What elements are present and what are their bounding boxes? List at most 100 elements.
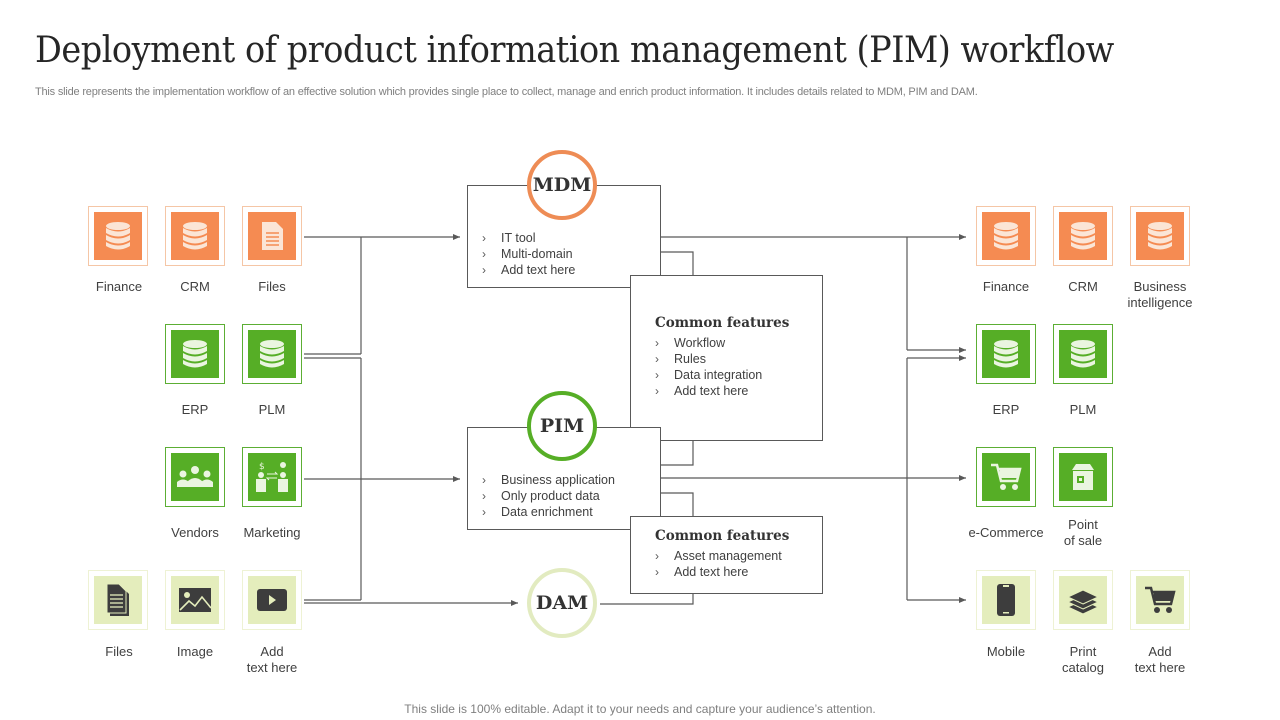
database-icon	[183, 340, 207, 368]
tile-label-line2: text here	[246, 660, 298, 675]
database-icon	[106, 222, 130, 250]
document-icon	[262, 222, 283, 250]
database-icon	[260, 340, 284, 368]
tile-finance-source[interactable]	[88, 206, 148, 266]
tile-label: ERP	[992, 402, 1020, 417]
tile-erp-source[interactable]	[165, 324, 225, 384]
tile-label: CRM	[180, 279, 210, 294]
tile-finance-target[interactable]	[976, 206, 1036, 266]
page-title: Deployment of product information manage…	[35, 30, 1114, 71]
pim-circle[interactable]: PIM	[527, 391, 597, 461]
tile-label: Finance	[982, 279, 1030, 294]
tile-label-line1: Business	[1133, 279, 1187, 294]
common-features-box-1: Common features Workflow Rules Data inte…	[630, 275, 823, 441]
tile-label: Image	[176, 644, 214, 659]
tile-crm-target[interactable]	[1053, 206, 1113, 266]
tile-label: Vendors	[171, 525, 219, 540]
database-icon	[994, 340, 1018, 368]
tile-add-source[interactable]	[242, 570, 302, 630]
page-subtitle: This slide represents the implementation…	[35, 86, 978, 98]
mdm-bullets: IT tool Multi-domain Add text here	[482, 230, 575, 278]
bullet-item: IT tool	[482, 230, 575, 246]
tile-label: Files	[258, 279, 286, 294]
bullet-item: Only product data	[482, 488, 615, 504]
tile-vendors[interactable]	[165, 447, 225, 507]
tile-crm-source[interactable]	[165, 206, 225, 266]
tile-files-source[interactable]	[242, 206, 302, 266]
tile-point-of-sale[interactable]	[1053, 447, 1113, 507]
bullet-item: Data integration	[655, 367, 789, 383]
tile-label-line1: Add	[260, 644, 284, 659]
bullet-item: Asset management	[655, 548, 789, 564]
marketing-exchange-icon: $	[256, 462, 288, 492]
layers-icon	[1067, 589, 1099, 615]
shopping-cart-icon	[1145, 586, 1176, 613]
tile-business-intelligence[interactable]	[1130, 206, 1190, 266]
tile-label: PLM	[258, 402, 286, 417]
connector-pim-common2	[660, 492, 694, 516]
database-icon	[183, 222, 207, 250]
bullet-item: Data enrichment	[482, 504, 615, 520]
tile-image[interactable]	[165, 570, 225, 630]
tile-label: ERP	[181, 402, 209, 417]
tile-plm-target[interactable]	[1053, 324, 1113, 384]
tile-label: Files	[105, 644, 133, 659]
tile-label-line2: of sale	[1063, 533, 1103, 548]
shopping-cart-icon	[991, 463, 1022, 490]
tile-marketing[interactable]: $	[242, 447, 302, 507]
tile-label-line2: catalog	[1062, 660, 1104, 675]
database-icon	[1148, 222, 1172, 250]
tile-label: Finance	[95, 279, 143, 294]
common-features-title: Common features	[655, 528, 790, 544]
bullet-item: Multi-domain	[482, 246, 575, 262]
tile-label: Mobile	[986, 644, 1026, 659]
tile-add-target[interactable]	[1130, 570, 1190, 630]
common-features-bullets: Asset management Add text here	[655, 548, 789, 580]
mdm-circle[interactable]: MDM	[527, 150, 597, 220]
tile-label-line2: intelligence	[1127, 295, 1193, 310]
tile-files-dam[interactable]	[88, 570, 148, 630]
tile-print-catalog[interactable]	[1053, 570, 1113, 630]
database-icon	[994, 222, 1018, 250]
tile-plm-source[interactable]	[242, 324, 302, 384]
tile-label: PLM	[1069, 402, 1097, 417]
tile-label-line1: Add	[1148, 644, 1172, 659]
bullet-item: Add text here	[482, 262, 575, 278]
common-features-bullets: Workflow Rules Data integration Add text…	[655, 335, 789, 399]
image-icon	[179, 588, 212, 612]
bullet-item: Add text here	[655, 383, 789, 399]
bullet-item: Rules	[655, 351, 789, 367]
tile-label-line1: Print	[1069, 644, 1097, 659]
database-icon	[1071, 222, 1095, 250]
connector-mdm-common1	[660, 251, 694, 275]
tile-erp-target[interactable]	[976, 324, 1036, 384]
store-icon	[1072, 464, 1094, 490]
mobile-phone-icon	[997, 584, 1015, 616]
people-group-icon	[177, 466, 213, 487]
svg-text:$: $	[259, 462, 265, 472]
pim-bullets: Business application Only product data D…	[482, 472, 615, 520]
document-icon	[106, 583, 129, 616]
tile-label: e-Commerce	[968, 525, 1044, 540]
video-play-icon	[257, 589, 287, 611]
tile-label-line2: text here	[1134, 660, 1186, 675]
tile-ecommerce[interactable]	[976, 447, 1036, 507]
footer-note: This slide is 100% editable. Adapt it to…	[404, 702, 876, 716]
tile-label: Marketing	[243, 525, 301, 540]
tile-label-line1: Point	[1068, 517, 1098, 532]
connector-common2-dam	[600, 593, 694, 605]
dam-circle[interactable]: DAM	[527, 568, 597, 638]
tile-label: CRM	[1068, 279, 1098, 294]
common-features-box-2: Common features Asset management Add tex…	[630, 516, 823, 594]
bullet-item: Add text here	[655, 564, 789, 580]
database-icon	[1071, 340, 1095, 368]
connector-common1-pim	[660, 440, 694, 466]
tile-mobile[interactable]	[976, 570, 1036, 630]
common-features-title: Common features	[655, 315, 790, 331]
